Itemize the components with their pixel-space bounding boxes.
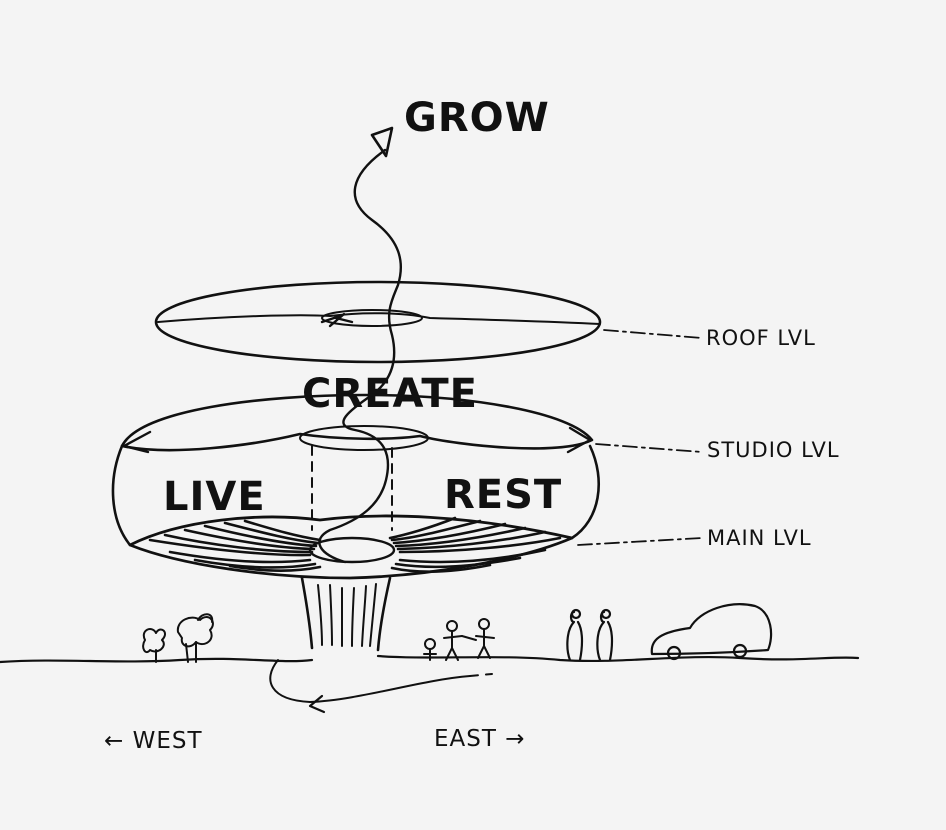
car (650, 603, 773, 661)
live-label: LIVE (163, 474, 266, 520)
main-underside-gills (128, 514, 574, 580)
west-direction-label: ← WEST (104, 728, 203, 754)
main-level-label: MAIN LVL (707, 526, 812, 550)
studio-level-leader (595, 443, 703, 453)
east-direction-label: EAST → (434, 726, 526, 752)
roof-level-label: ROOF LVL (706, 326, 816, 350)
approach-path (269, 659, 471, 703)
grow-arrow-line (318, 148, 402, 564)
grow-label: GROW (404, 95, 550, 141)
approach-arrowhead-icon (308, 694, 326, 714)
grow-arrowhead-icon (370, 126, 394, 158)
roof-level-leader (603, 329, 703, 339)
main-level-leader (577, 537, 703, 546)
studio-disc (120, 393, 594, 454)
roof-disc (154, 280, 602, 364)
rest-label: REST (444, 472, 562, 518)
studio-level-label: STUDIO LVL (707, 438, 840, 462)
stem (300, 576, 392, 652)
approach-path-dashed (469, 673, 493, 677)
standing-figures (566, 608, 614, 662)
shrubs-west (142, 613, 214, 663)
people-group-east (423, 618, 495, 661)
